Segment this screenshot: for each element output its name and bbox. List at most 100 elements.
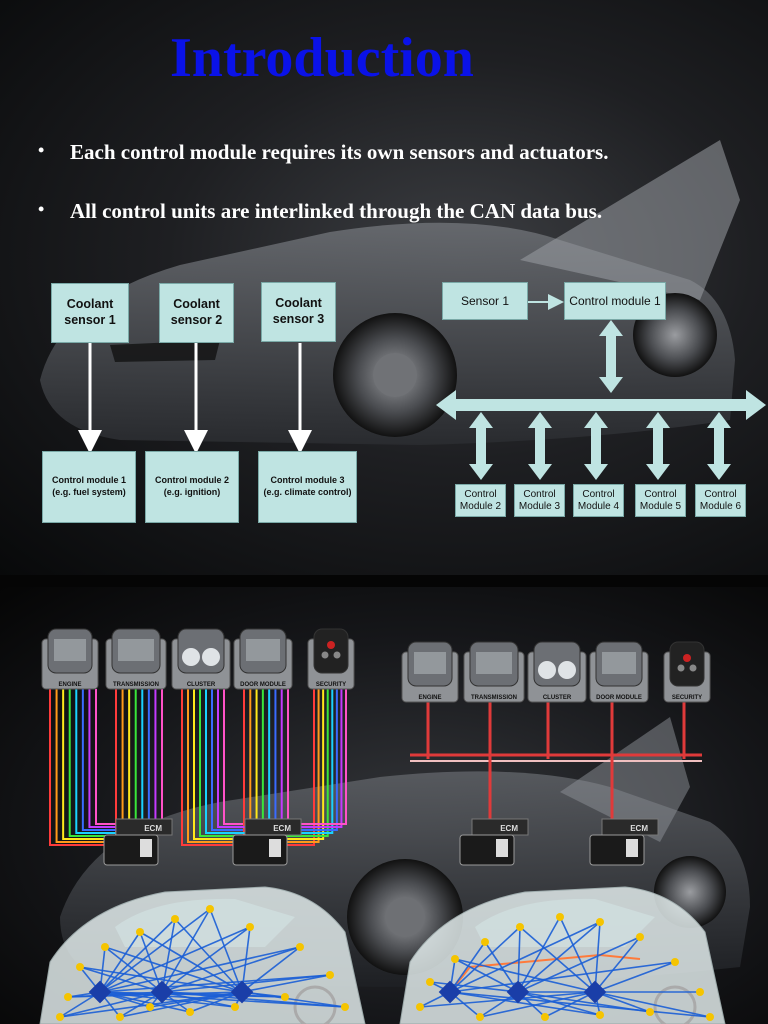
signal-wire — [88, 689, 114, 828]
component-image — [669, 641, 705, 687]
network-wire — [479, 991, 596, 1018]
network-wire — [161, 974, 331, 993]
component-engine: ENGINE — [41, 628, 99, 690]
slide-title: Introduction — [170, 27, 474, 89]
module-line: Control — [582, 488, 615, 500]
module-example: (e.g. ignition) — [163, 487, 221, 497]
sensor-node-icon — [116, 1013, 124, 1021]
sensor-node-icon — [64, 993, 72, 1001]
component-detail — [118, 639, 154, 661]
component-label: SECURITY — [316, 682, 346, 688]
sensor-node-icon — [146, 1003, 154, 1011]
component-cluster: CLUSTER — [527, 641, 587, 703]
signal-wire — [55, 689, 114, 843]
sensor-node-icon — [186, 1008, 194, 1016]
module-line: Control — [644, 488, 677, 500]
components-right: ENGINE TRANSMISSION CLUSTER DOOR MODULE SECU… — [401, 641, 711, 703]
ecm-module: ECM — [232, 818, 302, 866]
signal-wire — [81, 689, 114, 831]
can-control-module-4-box: Control Module 4 — [573, 484, 624, 517]
network-wire — [517, 916, 561, 993]
component-cluster: CLUSTER — [171, 628, 231, 690]
network-wire — [209, 908, 243, 993]
sensor-node-icon — [516, 923, 524, 931]
sensor-node-icon — [596, 918, 604, 926]
component-door-module: DOOR MODULE — [589, 641, 649, 703]
module-name: Control module 1 — [52, 475, 126, 486]
sensor-node-icon — [556, 913, 564, 921]
network-wire — [454, 958, 519, 993]
left-diagram-arrows — [78, 343, 312, 454]
sensor-node-icon — [101, 943, 109, 951]
network-wire — [99, 946, 301, 993]
ecm-module: ECM — [459, 818, 529, 866]
sensor-node-icon — [326, 971, 334, 979]
component-detail — [602, 652, 636, 674]
signal-wire — [187, 689, 251, 843]
bullet-text: All control units are interlinked throug… — [70, 199, 603, 224]
sensor-node-icon — [136, 928, 144, 936]
network-wire — [559, 916, 596, 993]
signal-wire — [205, 689, 239, 834]
signal-wire — [75, 689, 114, 834]
component-label: ENGINE — [418, 695, 441, 701]
module-line: Control — [464, 488, 497, 500]
wheel-icon — [653, 985, 697, 1024]
sensor-node-icon — [596, 1011, 604, 1019]
network-wire — [449, 961, 676, 993]
network-wire — [161, 946, 301, 993]
signal-wire — [211, 689, 251, 831]
module-line: Module 2 — [459, 500, 502, 512]
sensor-node-icon — [76, 963, 84, 971]
double-arrow-module2-bus — [469, 412, 493, 480]
network-wire — [519, 926, 596, 993]
bullet-list: •Each control module requires its own se… — [38, 140, 758, 258]
network-wire — [99, 931, 141, 993]
network-wire — [484, 941, 519, 993]
ecm-connector — [269, 839, 281, 857]
ecm-label: ECM — [273, 824, 291, 833]
component-detail — [414, 652, 446, 674]
ecm-module: ECM — [103, 818, 173, 866]
sensor-node-icon — [56, 1013, 64, 1021]
sensor-node-icon — [171, 915, 179, 923]
keyfob-button-icon — [327, 641, 335, 649]
signal-wire — [217, 689, 239, 828]
ecu-hub-icon — [583, 980, 607, 1004]
bullet-dot-icon: • — [38, 140, 45, 160]
control-module-3-box: Control module 3 (e.g. climate control) — [258, 451, 357, 523]
network-wire — [174, 918, 243, 993]
component-label: SECURITY — [672, 695, 702, 701]
component-security: SECURITY — [663, 641, 711, 703]
keyfob-button-icon — [333, 651, 341, 659]
component-image — [313, 628, 349, 674]
network-car-right — [399, 886, 726, 1024]
sensor-node-icon — [481, 938, 489, 946]
can-control-module-2-box: Control Module 2 — [455, 484, 506, 517]
component-transmission: TRANSMISSION — [463, 641, 525, 703]
signal-wire — [68, 689, 114, 837]
component-label: CLUSTER — [543, 695, 572, 701]
module-line: Module 6 — [699, 500, 742, 512]
component-detail — [54, 639, 86, 661]
signal-wire — [62, 689, 114, 840]
bullet-item: •Each control module requires its own se… — [38, 140, 758, 165]
double-arrow-module5-bus — [646, 412, 670, 480]
sensor-node-icon — [706, 1013, 714, 1021]
bullet-dot-icon: • — [38, 199, 45, 220]
component-detail — [246, 639, 280, 661]
network-wire — [517, 936, 641, 993]
signal-wire — [181, 689, 239, 846]
ecu-hub-icon — [438, 980, 462, 1004]
sensor-node-icon — [416, 1003, 424, 1011]
network-wire — [104, 946, 243, 993]
double-arrow-module6-bus — [707, 412, 731, 480]
network-wire — [517, 991, 601, 1016]
slide-introduction: Introduction •Each control module requir… — [0, 0, 768, 575]
car-background-illustration — [40, 140, 740, 445]
component-security: SECURITY — [307, 628, 355, 690]
network-wire — [161, 908, 211, 993]
coolant-sensor-3-box: Coolant sensor 3 — [261, 282, 336, 342]
component-engine: ENGINE — [401, 641, 459, 703]
